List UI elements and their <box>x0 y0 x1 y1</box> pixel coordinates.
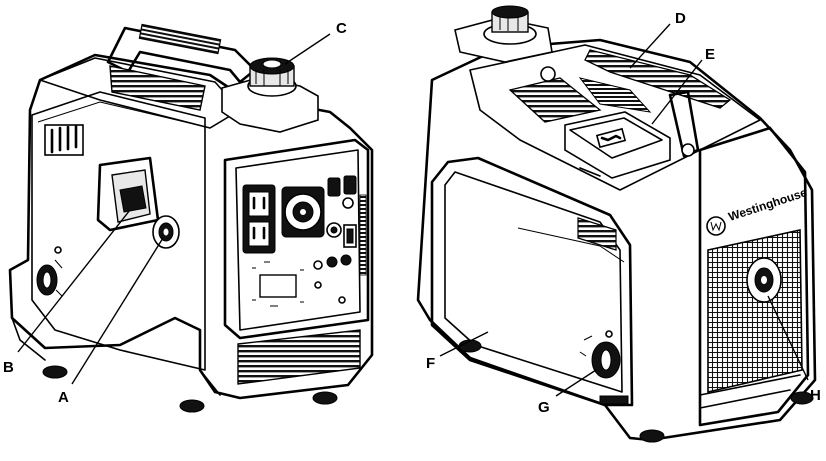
fuel-valve-knob <box>580 331 620 378</box>
fuel-cap <box>222 58 318 132</box>
leader-b <box>18 210 130 352</box>
callout-g: G <box>538 399 550 416</box>
rear-fuel-cap <box>455 6 552 62</box>
leader-c <box>285 34 330 64</box>
callout-b: B <box>3 359 14 376</box>
duplex-outlet <box>243 185 275 253</box>
generator-rear-view: Westinghouse <box>418 6 815 442</box>
exhaust-outlet <box>747 258 781 302</box>
left-fuel-knob <box>37 247 62 296</box>
generator-front-view <box>10 24 372 412</box>
top-fastener-2 <box>682 144 694 156</box>
left-handle-grip <box>139 24 220 53</box>
top-fastener-1 <box>541 67 555 81</box>
leader-g <box>556 370 596 396</box>
callout-d: D <box>675 10 686 27</box>
callout-e: E <box>705 46 715 63</box>
callout-a: A <box>58 389 69 406</box>
brand-name: Westinghouse <box>727 185 809 224</box>
air-filter-knob <box>153 216 179 248</box>
left-bottom-vents <box>238 330 360 384</box>
side-handle-recess <box>98 158 158 230</box>
leader-a <box>72 238 163 384</box>
twist-lock-outlet <box>282 187 324 237</box>
panel-switches <box>327 176 356 247</box>
callout-c: C <box>336 20 347 37</box>
brand-logo <box>707 217 725 235</box>
callout-f: F <box>426 355 435 372</box>
callout-h: H <box>810 387 821 404</box>
panel-side-ribs <box>360 195 366 275</box>
rear-grille <box>708 230 802 392</box>
left-side-louvres <box>45 125 83 155</box>
panel-indicators <box>252 255 351 306</box>
